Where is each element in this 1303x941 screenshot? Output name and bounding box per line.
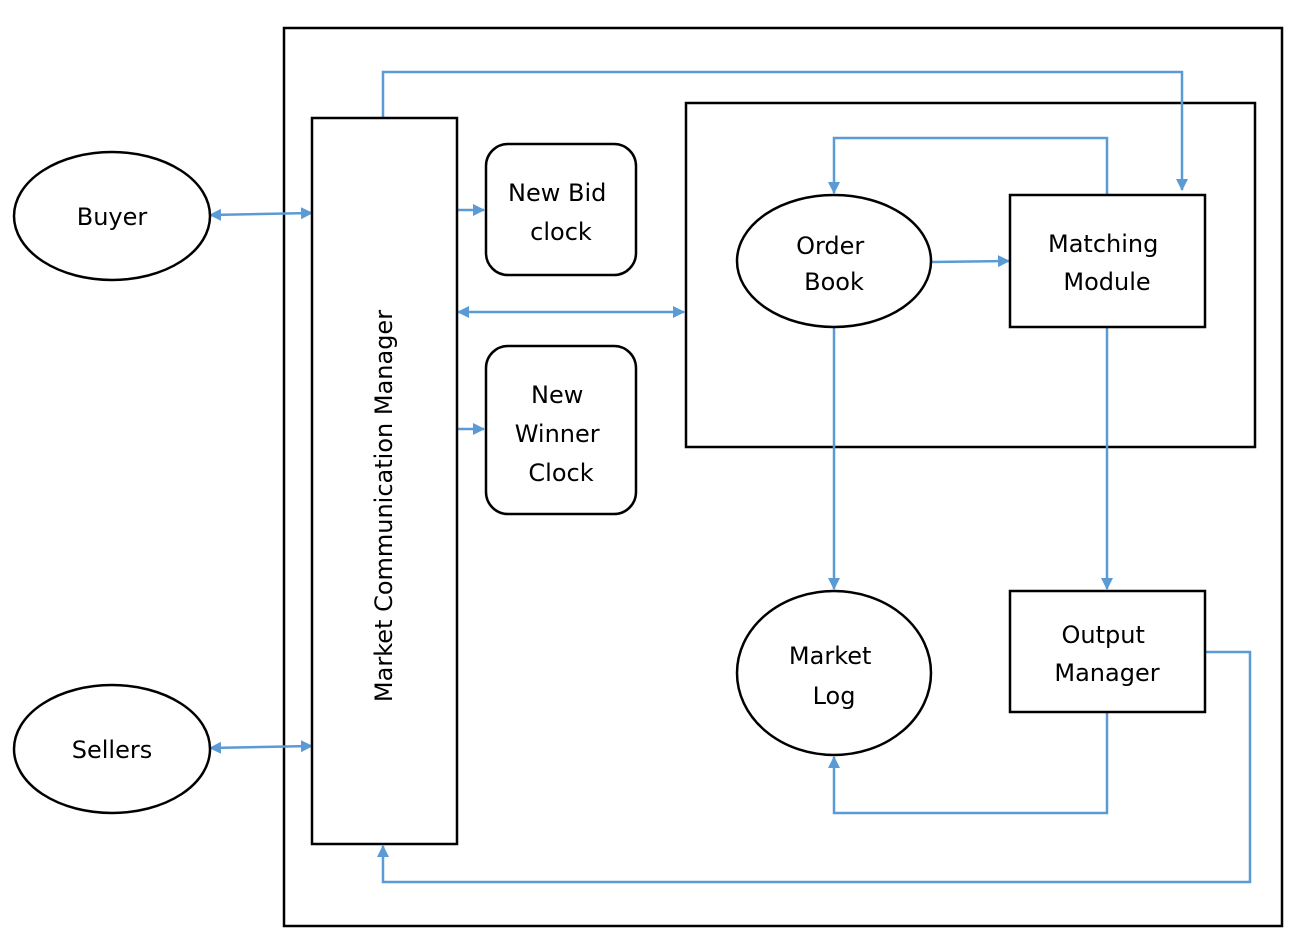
matching-module-order-book-connector — [828, 136, 1109, 195]
output-manager-market-log-connector — [828, 712, 1109, 815]
output-manager-label-line-1: Output — [1061, 621, 1144, 649]
output-manager-label: Output Manager — [1054, 621, 1159, 687]
buyer-mcm-connector — [209, 207, 313, 221]
order-book-matching-module-connector — [931, 255, 1010, 268]
matching-module-label-line-1: Matching — [1048, 230, 1158, 258]
matching-module-node: Matching Module — [1008, 193, 1207, 329]
market-communication-manager-node: Market Communication Manager — [310, 116, 459, 846]
output-manager-mcm-connector — [377, 650, 1252, 884]
system-boundary — [282, 26, 1284, 928]
buyer-label: Buyer — [77, 203, 148, 231]
new-winner-clock-label-line-1: New — [531, 381, 583, 409]
new-bid-clock-label-line-1: New Bid — [508, 179, 606, 207]
output-manager-node: Output Manager — [1008, 589, 1207, 714]
connectors — [209, 70, 1252, 884]
buyer-node: Buyer — [12, 150, 212, 282]
new-winner-clock-label-line-2: Winner — [515, 420, 600, 448]
mcm-matching-module-connector — [381, 70, 1188, 191]
order-book-label: Order Book — [796, 232, 872, 296]
market-log-label-line-2: Log — [813, 682, 856, 710]
new-bid-clock-label: New Bid clock — [508, 179, 614, 246]
market-log-label-line-1: Market — [789, 642, 872, 670]
sellers-mcm-connector — [209, 740, 313, 754]
order-book-node: Order Book — [735, 193, 933, 329]
new-winner-clock-node: New Winner Clock — [484, 344, 638, 516]
new-winner-clock-label-line-3: Clock — [528, 459, 593, 487]
sellers-label: Sellers — [72, 736, 152, 764]
matching-module-label-line-2: Module — [1063, 268, 1150, 296]
order-book-label-line-1: Order — [796, 232, 864, 260]
new-winner-clock-label: New Winner Clock — [515, 381, 608, 487]
market-communication-manager-label: Market Communication Manager — [370, 310, 398, 702]
output-manager-label-line-2: Manager — [1054, 659, 1159, 687]
order-book-label-line-2: Book — [804, 268, 864, 296]
matching-engine-container — [684, 101, 1257, 449]
new-bid-clock-label-line-2: clock — [530, 218, 592, 246]
market-log-label: Market Log — [789, 642, 879, 710]
matching-module-label: Matching Module — [1048, 230, 1166, 296]
new-bid-clock-node: New Bid clock — [484, 142, 638, 277]
market-log-node: Market Log — [735, 589, 933, 757]
sellers-node: Sellers — [12, 683, 212, 815]
